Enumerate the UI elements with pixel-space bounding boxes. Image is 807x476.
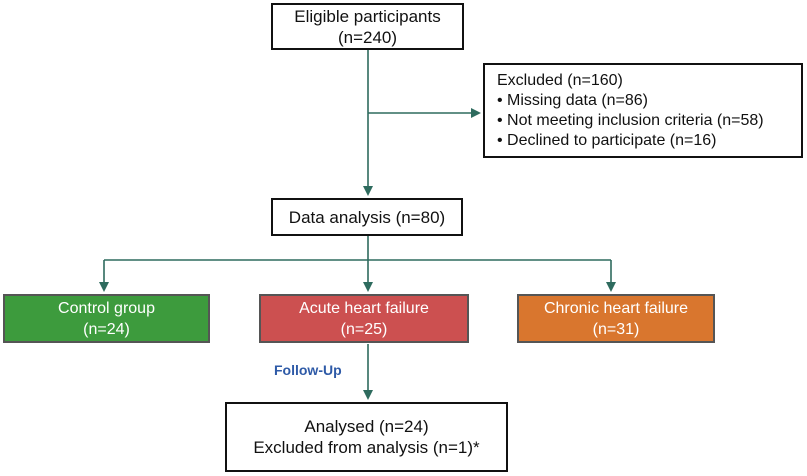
analysed-box: Analysed (n=24) Excluded from analysis (… (225, 402, 508, 472)
excluded-item-declined: • Declined to participate (n=16) (497, 131, 717, 149)
excluded-item-missing-data: • Missing data (n=86) (497, 91, 649, 109)
eligible-participants-box: Eligible participants (n=240) (271, 3, 464, 50)
analysed-count: Analysed (n=24) (304, 417, 429, 436)
acute-heart-failure-label: Acute heart failure (299, 299, 429, 317)
data-analysis-box: Data analysis (n=80) (271, 198, 463, 236)
acute-heart-failure-box: Acute heart failure (n=25) (259, 294, 469, 343)
chronic-heart-failure-box: Chronic heart failure (n=31) (517, 294, 715, 343)
control-group-count: (n=24) (83, 320, 130, 338)
control-group-box: Control group (n=24) (3, 294, 210, 343)
excluded-from-analysis-count: Excluded from analysis (n=1)* (253, 438, 480, 457)
follow-up-label: Follow-Up (274, 362, 342, 378)
data-analysis-label: Data analysis (n=80) (288, 207, 446, 227)
eligible-participants-label: Eligible participants (294, 6, 441, 26)
acute-heart-failure-count: (n=25) (340, 320, 388, 338)
control-group-label: Control group (58, 299, 155, 317)
excluded-title: Excluded (n=160) (497, 71, 623, 89)
excluded-item-not-meeting-criteria: • Not meeting inclusion criteria (n=58) (497, 111, 764, 129)
chronic-heart-failure-label: Chronic heart failure (543, 299, 689, 317)
chronic-heart-failure-count: (n=31) (592, 320, 640, 338)
excluded-box: Excluded (n=160) • Missing data (n=86) •… (483, 63, 803, 158)
eligible-participants-count: (n=240) (337, 27, 398, 47)
